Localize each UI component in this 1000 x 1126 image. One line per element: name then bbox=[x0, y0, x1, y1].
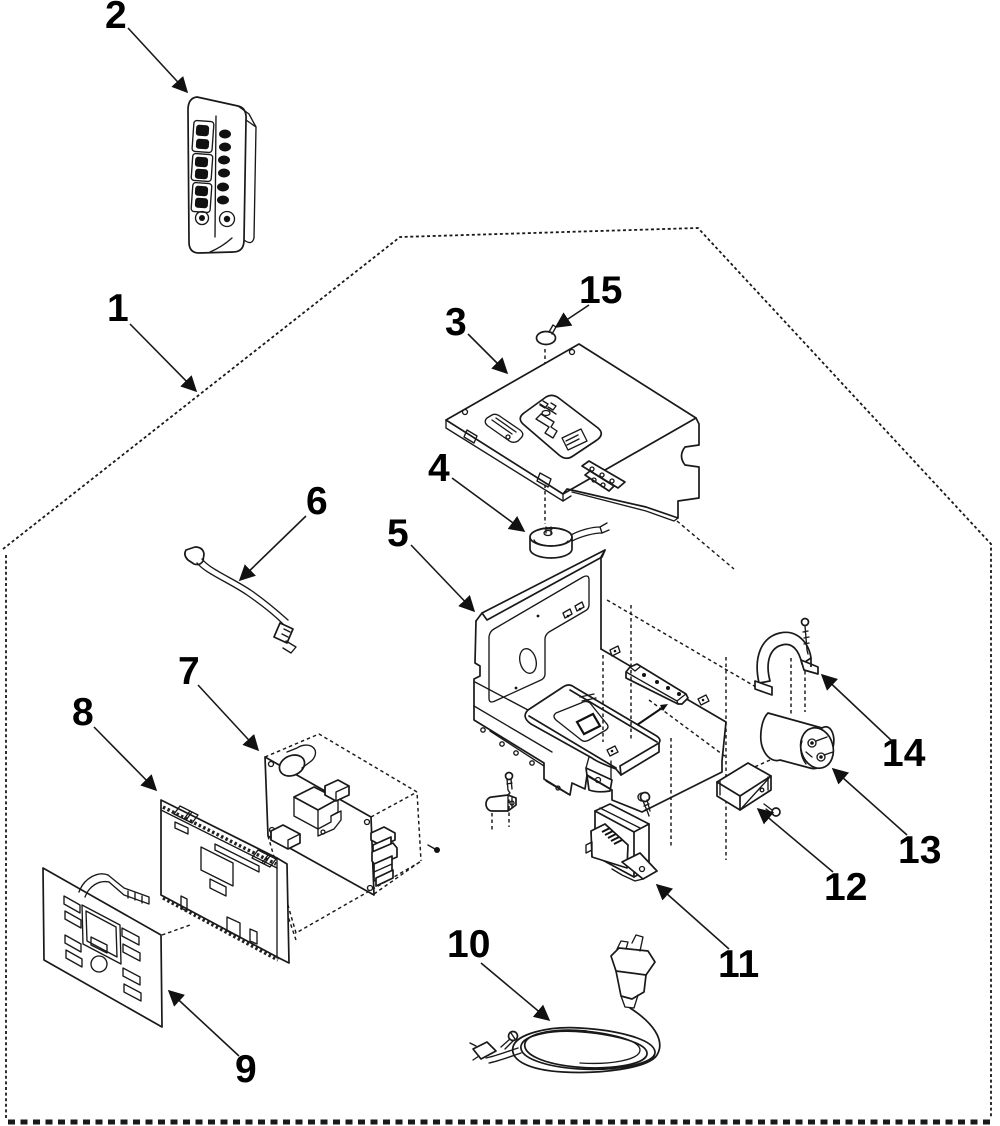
svg-text:2: 2 bbox=[105, 0, 127, 37]
svg-text:15: 15 bbox=[579, 269, 622, 312]
svg-text:1: 1 bbox=[107, 287, 129, 330]
svg-text:3: 3 bbox=[445, 301, 467, 344]
svg-text:13: 13 bbox=[898, 829, 941, 872]
svg-text:9: 9 bbox=[235, 1048, 257, 1091]
svg-text:5: 5 bbox=[387, 512, 409, 555]
svg-text:11: 11 bbox=[718, 943, 759, 986]
svg-text:7: 7 bbox=[178, 650, 200, 693]
svg-text:10: 10 bbox=[447, 923, 490, 966]
svg-text:6: 6 bbox=[306, 480, 328, 523]
svg-text:12: 12 bbox=[824, 866, 867, 909]
svg-text:8: 8 bbox=[72, 691, 94, 734]
svg-text:4: 4 bbox=[428, 447, 450, 490]
